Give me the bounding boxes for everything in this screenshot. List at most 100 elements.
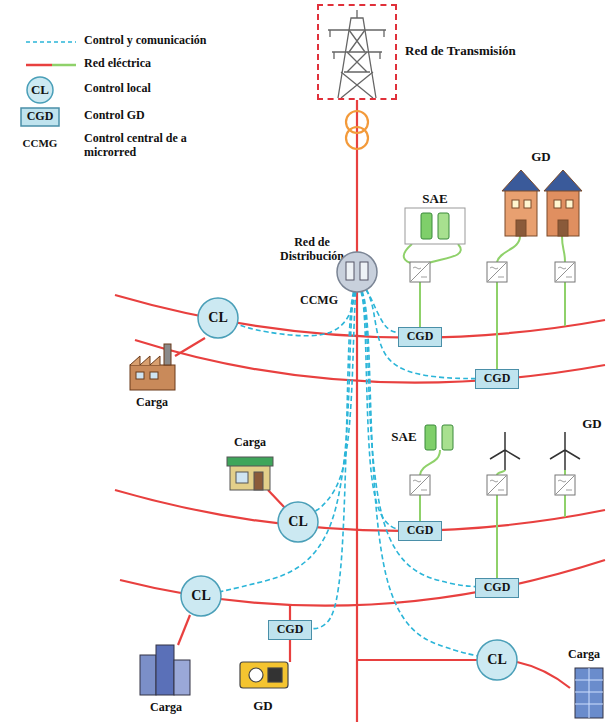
- solar-buildings: [524, 200, 531, 208]
- solar-buildings: [554, 200, 561, 208]
- converters: [410, 262, 575, 495]
- component-label: Carga: [150, 701, 182, 715]
- solar-buildings: [558, 220, 568, 236]
- component-label: GD: [531, 150, 551, 165]
- dc-links: [420, 282, 565, 370]
- factory-load: [164, 344, 171, 365]
- wind-turbines: [490, 432, 580, 470]
- component-label: Carga: [234, 436, 266, 450]
- distribution-feeders: [175, 338, 205, 356]
- control-link: [362, 291, 475, 586]
- control-link: [366, 290, 475, 379]
- component-label: Carga: [568, 648, 600, 662]
- shop-load: [230, 465, 270, 490]
- transmission-network-box: Red de Transmisión: [317, 4, 397, 100]
- control-label: CGD: [407, 330, 434, 344]
- storage-top: [405, 208, 465, 244]
- component-label: SAE: [422, 192, 447, 207]
- transformer-symbol: [346, 127, 368, 149]
- control-label: CGD: [484, 372, 511, 386]
- distribution-feeders: [356, 292, 358, 722]
- distribution-feeders: [135, 340, 605, 383]
- buildings-load: [156, 645, 174, 695]
- transformer-symbol: [346, 111, 368, 149]
- switchgear-symbol: [346, 262, 354, 280]
- legend-text: Control y comunicación: [84, 34, 254, 48]
- control-link: [221, 292, 355, 592]
- local-control-circle: CL: [476, 639, 518, 681]
- generator: [240, 662, 288, 688]
- distribution-feeders: [115, 490, 605, 531]
- local-control-circle: CL: [277, 501, 319, 543]
- dc-links: [404, 236, 565, 579]
- power-line: [356, 100, 358, 252]
- distribution-feeders: [115, 295, 605, 338]
- storage-middle: [425, 425, 453, 450]
- transmission-tower: [328, 10, 386, 98]
- component-label: GD: [253, 699, 273, 714]
- control-link: [366, 290, 398, 333]
- dc-links: [404, 244, 461, 264]
- solar-buildings: [502, 170, 582, 236]
- legend-samples: [52, 64, 76, 67]
- dg-control-box: CGD: [268, 620, 312, 640]
- local-control-circle: CL: [197, 297, 239, 339]
- dg-control-box: CGD: [475, 369, 519, 389]
- generator: [249, 668, 263, 682]
- component-label: GD: [582, 417, 602, 432]
- circle-outline: [278, 502, 318, 542]
- control-label: CGD: [407, 524, 434, 538]
- component-label: SAE: [391, 430, 416, 445]
- solar-buildings: [502, 170, 540, 191]
- buildings-load: [140, 645, 190, 695]
- buildings-load: [140, 655, 156, 695]
- shop-load: [254, 472, 263, 490]
- dc-links: [497, 236, 565, 262]
- distribution-feeders: [357, 660, 570, 688]
- office-load: [575, 668, 603, 718]
- buildings-load: [174, 660, 190, 695]
- factory-load: [130, 365, 175, 390]
- solar-buildings: [566, 200, 573, 208]
- legend-samples: [21, 42, 76, 126]
- wind-turbines: [550, 432, 580, 470]
- dg-control-box: CGD: [398, 327, 442, 347]
- generator: [268, 668, 282, 682]
- switchgear-symbol: [360, 262, 368, 280]
- control-link: [312, 292, 353, 629]
- solar-buildings: [516, 220, 526, 236]
- storage-middle: [425, 425, 436, 450]
- distribution-feeders: [178, 615, 190, 645]
- factory-load: [130, 356, 160, 365]
- converters: [410, 262, 430, 282]
- control-label: CGD: [277, 623, 304, 637]
- switchgear-symbol: [337, 252, 377, 292]
- storage-middle: [442, 425, 453, 450]
- shop-load: [227, 457, 273, 490]
- control-link: [237, 292, 355, 336]
- component-label: Carga: [136, 396, 168, 410]
- component-label: Red de Distribución: [277, 236, 347, 264]
- legend-text: Red eléctrica: [84, 57, 204, 71]
- transmission-tower: [341, 30, 373, 98]
- control-link: [362, 291, 477, 656]
- legend-symbol-text: CGD: [27, 110, 54, 124]
- factory-load: [150, 372, 158, 379]
- control-label: CGD: [484, 581, 511, 595]
- distribution-feeders: [115, 292, 605, 722]
- solar-buildings: [505, 190, 537, 236]
- control-label: CL: [191, 588, 210, 604]
- office-load: [575, 668, 603, 718]
- control-label: CL: [208, 310, 227, 326]
- converters: [487, 262, 507, 282]
- region-heading: Red de Transmisión: [405, 44, 516, 59]
- converters: [555, 262, 575, 282]
- legend-samples: [27, 77, 53, 103]
- legend-text: Control central de a microrred: [84, 132, 188, 160]
- distribution-feeders: [268, 490, 285, 508]
- local-control-circle: CL: [180, 575, 222, 617]
- control-label: CCMG: [298, 294, 340, 308]
- converters: [555, 475, 575, 495]
- converters: [487, 475, 507, 495]
- legend-text: Control GD: [84, 109, 204, 123]
